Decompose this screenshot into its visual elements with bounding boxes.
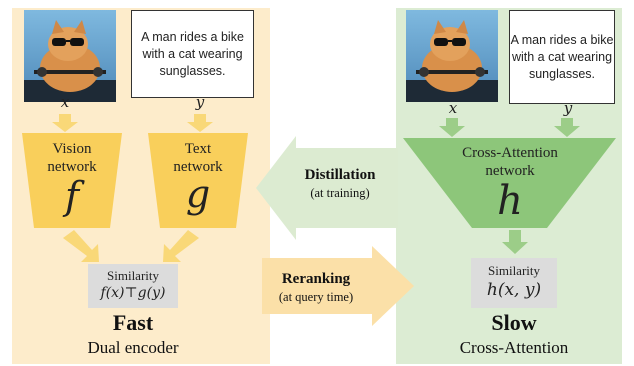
text-input-label-right: y	[563, 99, 573, 117]
distillation-title: Distillation	[304, 167, 376, 183]
text-network-fn: g	[185, 172, 211, 216]
similarity-formula-right: h(x, y)	[486, 280, 542, 300]
similarity-title-right: Similarity	[488, 263, 540, 278]
vision-network-label: Vision network	[47, 141, 97, 175]
distillation-subtitle: (at training)	[310, 186, 370, 200]
slow-label: Slow	[491, 310, 537, 335]
cat-photo-right	[406, 10, 498, 102]
reranking-title: Reranking	[281, 271, 351, 287]
text-caption-left: A man rides a bike with a cat wearing su…	[131, 10, 254, 98]
cross-attention-network-label: Cross-Attention network	[462, 145, 558, 179]
vision-output-arrow	[63, 230, 99, 262]
image-input-arrow	[52, 114, 78, 132]
similarity-title-left: Similarity	[107, 268, 159, 283]
fast-label: Fast	[112, 310, 154, 335]
caption-text: A man rides a bike with a cat wearing su…	[510, 32, 614, 81]
cross-attention-network-shape	[403, 138, 616, 228]
vision-network-shape	[22, 133, 122, 228]
reranking-arrow	[262, 246, 414, 326]
similarity-box-left: Similarity f(x)⊤g(y)	[88, 264, 178, 308]
similarity-formula-left: f(x)⊤g(y)	[100, 285, 166, 301]
cross-attention-network-fn: h	[497, 178, 523, 224]
distillation-arrow	[256, 136, 398, 240]
text-input-arrow-right	[554, 118, 580, 137]
text-network-shape	[148, 133, 248, 228]
image-input-label: x	[60, 93, 70, 111]
text-input-arrow	[187, 114, 213, 132]
text-caption-right: A man rides a bike with a cat wearing su…	[509, 10, 615, 104]
cross-attention-label: Cross-Attention	[459, 338, 569, 357]
dual-encoder-label: Dual encoder	[87, 338, 179, 357]
cat-photo-left	[24, 10, 116, 102]
reranking-subtitle: (at query time)	[278, 290, 354, 304]
text-output-arrow	[163, 230, 199, 262]
similarity-box-right: Similarity h(x, y)	[471, 258, 557, 308]
vision-network-fn: f	[64, 174, 80, 218]
caption-text: A man rides a bike with a cat wearing su…	[141, 29, 244, 78]
text-network-label: Text network	[173, 141, 223, 175]
image-input-label-right: x	[448, 99, 458, 117]
cross-output-arrow	[502, 230, 528, 254]
image-input-arrow-right	[439, 118, 465, 137]
text-input-label: y	[195, 93, 205, 111]
